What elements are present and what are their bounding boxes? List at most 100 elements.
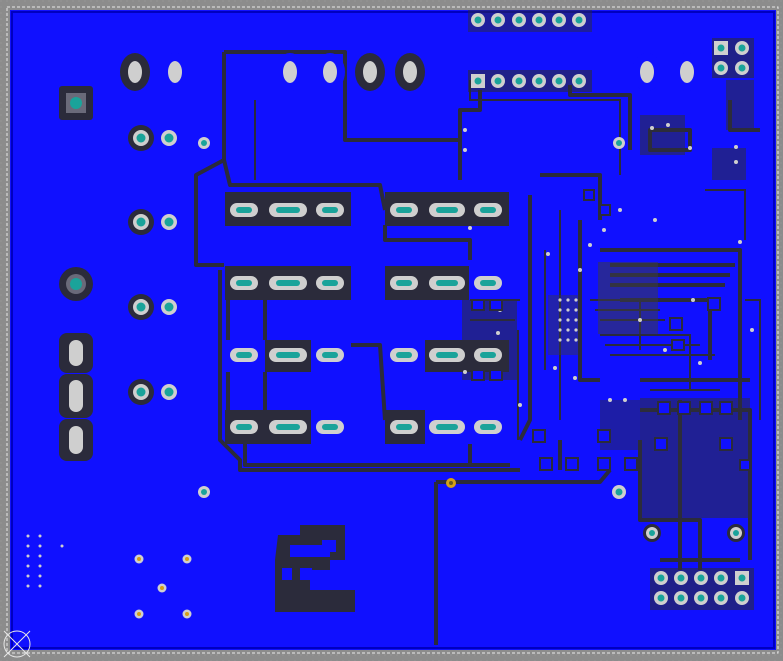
oval-pad	[315, 53, 345, 91]
smd-pad	[624, 457, 638, 471]
header-pin	[654, 591, 668, 605]
th-pad	[643, 524, 661, 542]
th-pad	[198, 137, 210, 149]
via	[134, 554, 144, 564]
oval-pad	[632, 53, 662, 91]
oval-pad	[355, 53, 385, 91]
header-pin-square	[471, 74, 485, 88]
board-outline	[6, 6, 779, 654]
via	[182, 554, 192, 564]
th-pad	[161, 214, 177, 230]
th-pad	[128, 209, 154, 235]
oval-pad	[120, 53, 150, 91]
header-pin	[674, 571, 688, 585]
header-pin	[552, 74, 566, 88]
smd-pad	[669, 317, 683, 331]
via	[157, 583, 167, 593]
trace	[218, 270, 520, 472]
header-right-2x2	[712, 38, 754, 78]
th-pad	[128, 125, 154, 151]
via	[182, 609, 192, 619]
header-pin	[532, 13, 546, 27]
header-second-row	[468, 70, 592, 92]
smd-pad	[707, 297, 721, 311]
horizontal-pad-holes	[236, 207, 496, 430]
th-pad	[161, 299, 177, 315]
trace	[436, 468, 612, 484]
trace	[224, 50, 460, 142]
vertical-pad	[59, 374, 93, 418]
th-pad	[128, 294, 154, 320]
header-pin	[714, 61, 728, 75]
header-top-row	[468, 10, 592, 32]
th-pad	[161, 384, 177, 400]
copper-pour	[10, 10, 776, 650]
header-pin	[512, 74, 526, 88]
trace	[600, 334, 691, 390]
vertical-pad	[59, 333, 93, 373]
header-pin	[491, 74, 505, 88]
smd-pad	[597, 429, 611, 443]
ic-footprint	[598, 262, 658, 334]
smd-pad	[739, 459, 751, 471]
oval-pad	[275, 53, 305, 91]
th-pad	[612, 485, 626, 499]
ic-footprint	[712, 148, 746, 180]
header-pin-square	[735, 571, 749, 585]
header-pin	[694, 571, 708, 585]
via	[134, 609, 144, 619]
ic-footprint	[548, 295, 578, 355]
header-pin	[491, 13, 505, 27]
trace	[194, 52, 226, 267]
th-pad	[727, 524, 745, 542]
header-pin	[674, 591, 688, 605]
via-group	[134, 478, 456, 619]
smd-pad	[489, 299, 503, 311]
smd-pad	[699, 401, 713, 415]
trace	[222, 159, 387, 211]
th-pad	[613, 137, 625, 149]
header-pin	[512, 13, 526, 27]
th-pad	[161, 130, 177, 146]
header-pin	[714, 571, 728, 585]
trace	[243, 440, 510, 467]
square-pad	[59, 86, 93, 120]
oval-pad-group	[120, 53, 702, 91]
header-pin	[572, 74, 586, 88]
header-pin	[572, 13, 586, 27]
trace	[600, 248, 742, 420]
vertical-pad	[59, 419, 93, 461]
smd-pad	[471, 299, 485, 311]
ic-footprint	[640, 398, 750, 518]
header-pin	[471, 13, 485, 27]
pour-window	[282, 568, 292, 580]
crosshair-circle-icon	[3, 630, 31, 658]
smd-pad	[657, 401, 671, 415]
header-pin	[735, 591, 749, 605]
header-bottom-right	[650, 568, 754, 610]
smd-pad	[565, 457, 579, 471]
header-pin	[552, 13, 566, 27]
smd-pad	[597, 457, 611, 471]
smd-pad	[677, 401, 691, 415]
smd-pad	[471, 369, 485, 381]
ic-footprint	[640, 115, 685, 155]
header-pin	[714, 591, 728, 605]
smd-pad-group	[471, 189, 751, 471]
smd-pad	[654, 437, 668, 451]
smd-pad	[583, 189, 595, 201]
round-pad	[59, 267, 93, 301]
smd-pad	[300, 568, 312, 580]
pour-window	[290, 545, 330, 557]
smd-pad	[599, 204, 611, 216]
header-pin-square	[714, 41, 728, 55]
header-pin	[735, 61, 749, 75]
smd-pad	[719, 437, 733, 451]
smd-pad	[671, 339, 685, 351]
through-hole-pads	[128, 125, 745, 542]
smd-pad	[322, 540, 336, 552]
oval-pad	[160, 53, 190, 91]
oval-pad	[672, 53, 702, 91]
